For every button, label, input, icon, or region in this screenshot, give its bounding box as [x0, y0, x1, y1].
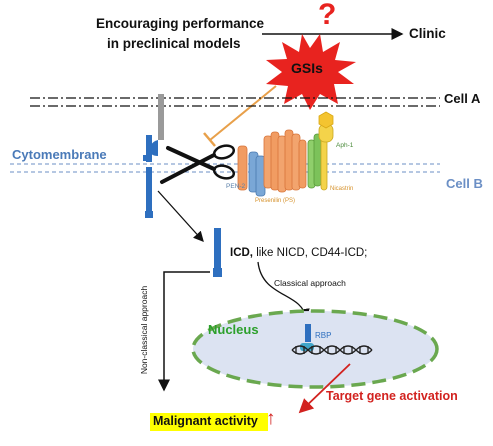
cell-a-label: Cell A [444, 91, 481, 106]
cell-b-label: Cell B [446, 176, 483, 191]
gsi-starburst-icon [266, 34, 356, 110]
question-mark: ? [318, 0, 337, 31]
icd-fragment [214, 228, 221, 268]
ligand [158, 94, 164, 140]
target-gene-label: Target gene activation [326, 389, 458, 403]
scissors-icon [160, 144, 236, 184]
receptor-intracellular [146, 167, 152, 211]
rbp-label: RBP [315, 331, 332, 340]
non-classical-path [158, 271, 210, 392]
cytomembrane-label: Cytomembrane [12, 147, 107, 162]
clinic-label: Clinic [409, 26, 446, 41]
up-arrow-icon: ↑ [266, 408, 276, 429]
malignant-label: Malignant activity [153, 414, 258, 428]
icd-bold: ICD, [230, 247, 253, 259]
header-line-2: in preclinical models [107, 36, 241, 51]
receptor-extracellular [146, 135, 152, 162]
malignant-highlight [150, 413, 268, 431]
gamma-secretase-complex [237, 111, 334, 197]
nucleus [191, 309, 439, 389]
aph1-label: Aph-1 [336, 142, 354, 149]
non-classical-label: Non-classical approach [139, 285, 150, 375]
dna-helix-icon [291, 345, 373, 355]
rbp-marker [305, 324, 311, 342]
presenilin-label: Presenilin (PS) [255, 198, 296, 204]
classical-label: Classical approach [274, 278, 346, 288]
pen2-label: PEN-2 [226, 183, 246, 190]
nicastrin-label: Nicastrin [330, 186, 354, 192]
icd-text: ICD, like NICD, CD44-ICD; [230, 247, 367, 259]
nucleus-label: Nucleus [208, 322, 259, 337]
gsi-label: GSIs [291, 60, 323, 76]
cleavage-arrow [157, 190, 204, 242]
inhibition-line [209, 85, 277, 141]
icd-rest: like NICD, CD44-ICD; [253, 247, 368, 259]
target-gene-arrow [298, 363, 351, 414]
header-line-1: Encouraging performance [96, 16, 265, 31]
inhibition-bar [203, 132, 216, 147]
